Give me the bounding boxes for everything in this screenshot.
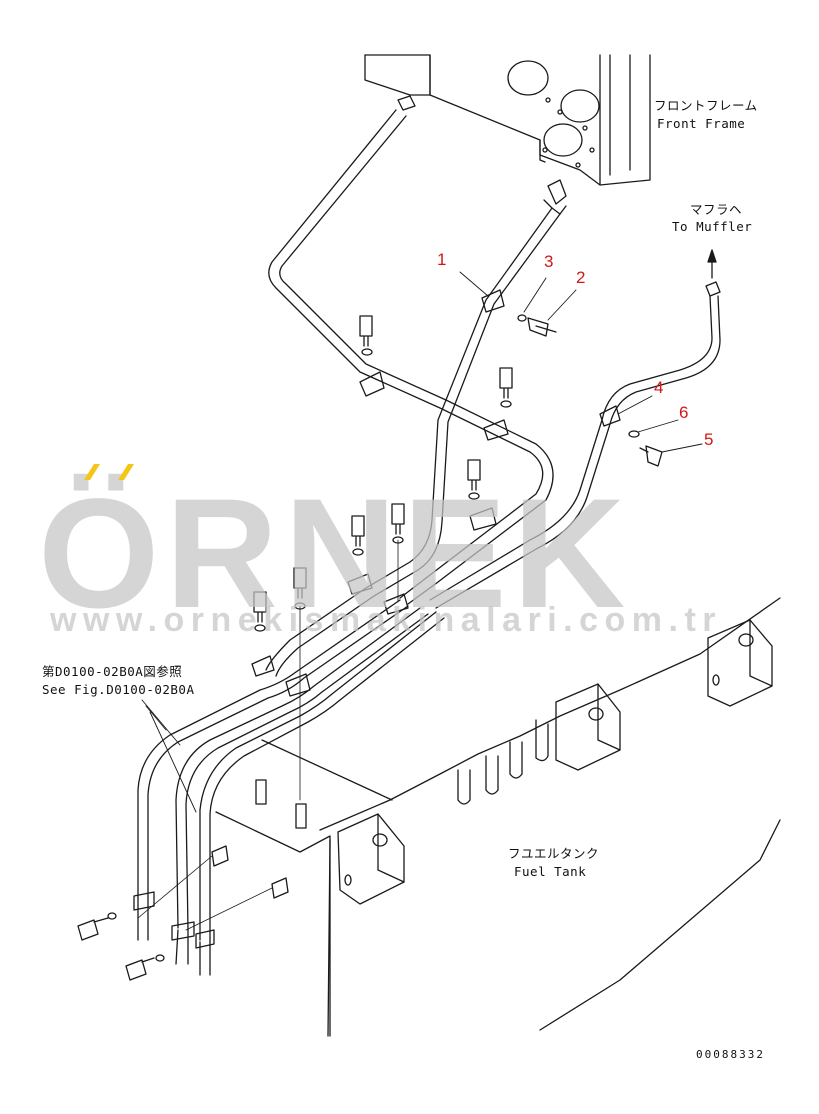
front-frame-label-en: Front Frame: [657, 116, 746, 131]
front-frame-label-jp: フロントフレーム: [654, 98, 758, 113]
fuel-tank-label-jp: フユエルタンク: [508, 846, 600, 861]
watermark-accent-right-icon: [118, 464, 134, 480]
pipe-clamps: [133, 289, 621, 949]
see-fig-label-jp: 第D0100-02B0A図参照: [42, 664, 183, 679]
muffler-pipe: [429, 249, 721, 609]
callout-2: 2: [576, 268, 586, 287]
guide-lines: [137, 539, 399, 931]
see-fig-label-en: See Fig.D0100-02B0A: [42, 682, 195, 697]
watermark-url: www.ornekismakinalari.com.tr: [50, 601, 723, 639]
fuel-tank-shape: [215, 597, 781, 1037]
leader-lines: [141, 271, 703, 813]
watermark-accent-left-icon: [84, 464, 100, 480]
front-frame-shape: [364, 54, 651, 186]
callout-3: 3: [544, 252, 554, 271]
lower-pipes: [137, 599, 445, 976]
callout-1: 1: [437, 250, 447, 269]
muffler-label-jp: マフラヘ: [690, 202, 743, 217]
document-id: 00088332: [696, 1048, 765, 1061]
muffler-label-en: To Muffler: [672, 219, 753, 234]
return-pipe-upper: [268, 109, 554, 605]
bolts-washers: [77, 314, 663, 981]
callout-4: 4: [654, 378, 664, 397]
fuel-tank-label-en: Fuel Tank: [514, 864, 587, 879]
callout-6: 6: [679, 403, 689, 422]
callout-5: 5: [704, 430, 714, 449]
watermark-brand: ÖRNEK: [38, 467, 632, 641]
